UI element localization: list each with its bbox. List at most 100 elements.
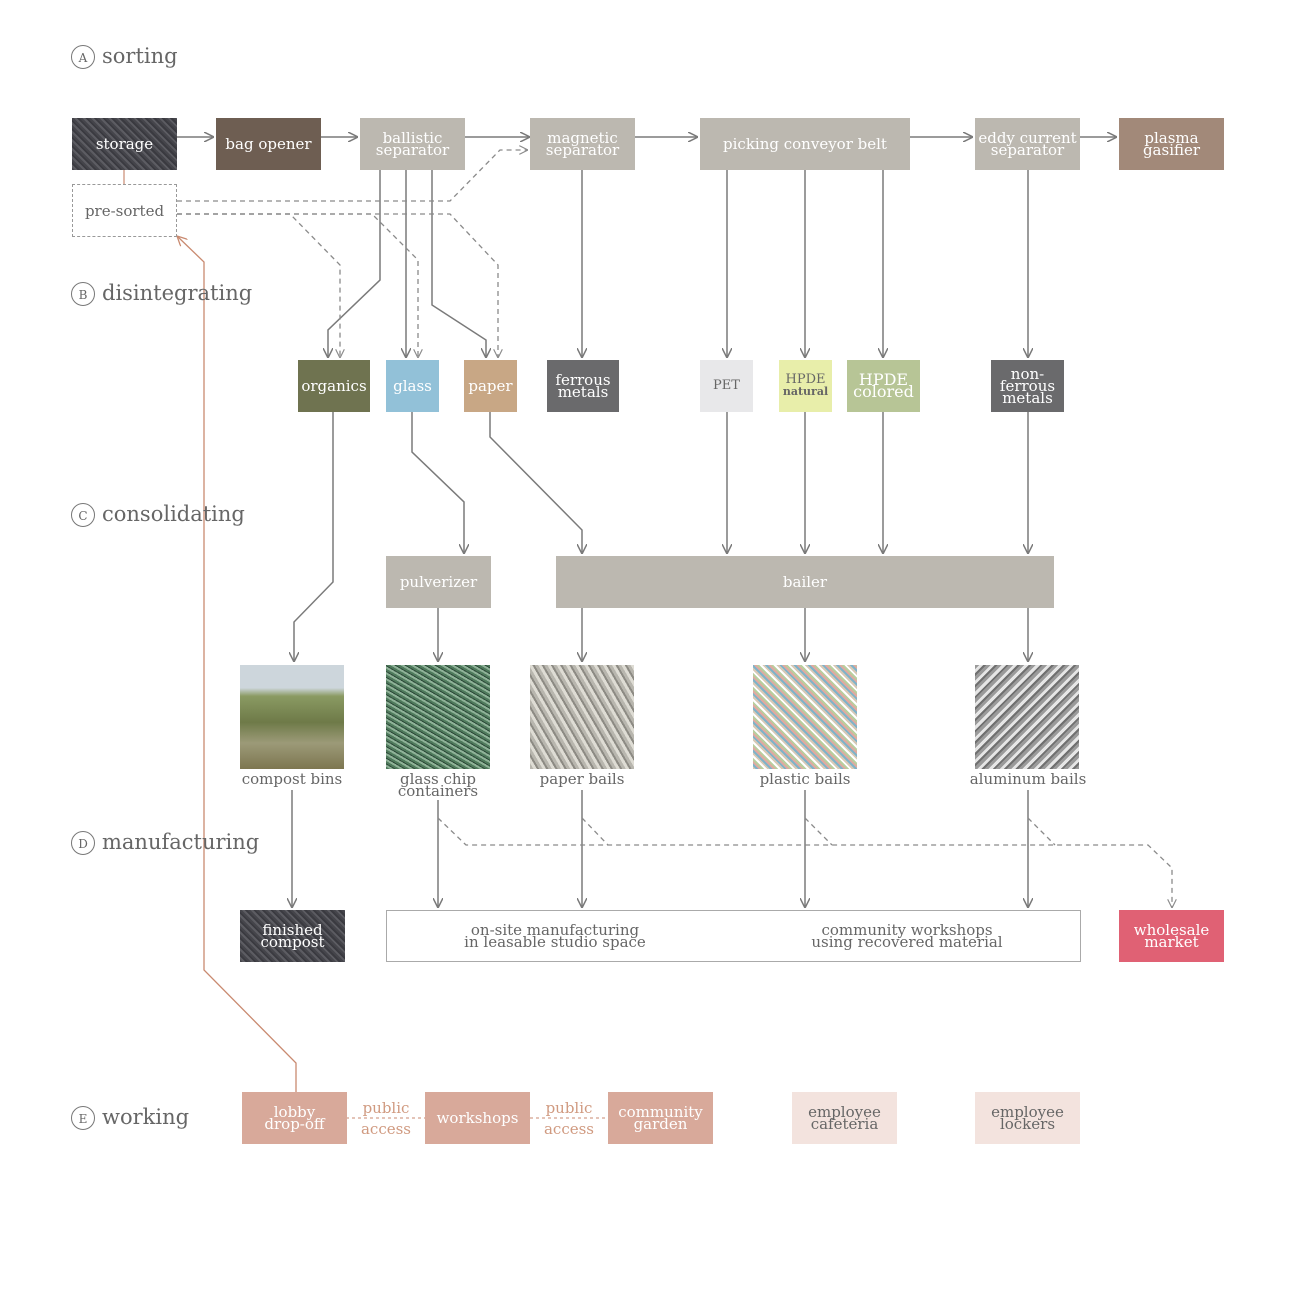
plasma-gasifier-label-2: gasifier <box>1142 141 1201 159</box>
pre-sorted-box: pre-sorted <box>72 184 177 237</box>
workshops-label: workshops <box>436 1109 519 1127</box>
aluminum-bails-photo <box>975 665 1079 769</box>
stage-name: working <box>102 1105 190 1129</box>
community-workshops-line-1: community workshops <box>821 921 993 939</box>
stage-letter: C <box>71 503 95 527</box>
ferrous-metals-label-1: ferrous <box>555 371 611 389</box>
glass-chip-caption: glass chip containers <box>358 770 518 800</box>
lobby-dropoff-label-2: drop-off <box>264 1115 325 1133</box>
compost-photo <box>240 665 344 769</box>
aluminum-bails-caption: aluminum bails <box>969 770 1087 788</box>
product-to-manufacturing-arrows <box>292 790 1028 908</box>
presorted-dashed-routes <box>177 150 528 358</box>
stage-letter: E <box>71 1106 95 1130</box>
wholesale-market-label-1: wholesale <box>1133 921 1210 939</box>
picking-conveyor-belt-box: picking conveyor belt <box>700 118 910 170</box>
onsite-manufacturing-line-2: in leasable studio space <box>464 933 646 951</box>
magnetic-separator-label-2: separator <box>545 141 620 159</box>
pulverizer-label: pulverizer <box>399 573 478 591</box>
hpde-colored-label-1: HPDE <box>858 370 909 389</box>
bailer-box: bailer <box>556 556 1054 608</box>
picking-conveyor-belt-label: picking conveyor belt <box>723 135 887 153</box>
disintegrating-to-consolidating-arrows <box>294 410 1028 662</box>
glass-label: glass <box>393 377 432 395</box>
bag-opener-box: bag opener <box>216 118 321 170</box>
hpde-colored-label-2: colored <box>853 382 914 401</box>
organics-label: organics <box>301 377 367 395</box>
public-access-label-1: public access <box>346 1099 426 1138</box>
ballistic-separator-label-1: ballistic <box>382 129 443 147</box>
public-label-1: public <box>362 1099 410 1117</box>
lobby-dropoff-label-1: lobby <box>273 1103 316 1121</box>
community-garden-label-1: community <box>618 1103 703 1121</box>
public-label-2: public <box>545 1099 593 1117</box>
employee-lockers-label-2: lockers <box>999 1115 1056 1133</box>
stage-letter: A <box>71 45 95 69</box>
non-ferrous-label-2: ferrous <box>999 377 1056 395</box>
ferrous-metals-label-2: metals <box>557 383 609 401</box>
community-garden-label-2: garden <box>633 1115 688 1133</box>
sorting-to-disintegrating-arrows <box>328 169 1028 358</box>
eddy-current-label-2: separator <box>990 141 1065 159</box>
paper-box: paper <box>464 360 517 412</box>
organics-box: organics <box>298 360 370 412</box>
eddy-current-label-1: eddy current <box>978 129 1077 147</box>
wholesale-dashed-routes <box>437 817 1172 908</box>
magnetic-separator-label-1: magnetic <box>547 129 618 147</box>
stage-name: consolidating <box>102 502 245 526</box>
access-label-2: access <box>543 1120 595 1138</box>
bailer-label: bailer <box>782 573 828 591</box>
non-ferrous-label-3: metals <box>1002 389 1053 407</box>
plastic-bails-caption: plastic bails <box>759 770 851 788</box>
onsite-manufacturing-line-1: on-site manufacturing <box>470 921 640 939</box>
access-label-1: access <box>360 1120 412 1138</box>
plastic-bails-photo <box>753 665 857 769</box>
non-ferrous-label-1: non- <box>1010 365 1045 383</box>
stage-name: disintegrating <box>102 281 253 305</box>
community-workshops-line-2: using recovered material <box>811 933 1003 951</box>
employee-lockers-label-1: employee <box>991 1103 1064 1121</box>
stage-letter: B <box>71 282 95 306</box>
pet-box: PET <box>700 360 753 412</box>
bag-opener-label: bag opener <box>225 135 312 153</box>
employee-cafeteria-label-1: employee <box>808 1103 881 1121</box>
lobby-return-line <box>177 236 297 1092</box>
manufacturing-space-box <box>386 910 1081 962</box>
paper-label: paper <box>468 377 513 395</box>
glass-chip-photo <box>386 665 490 769</box>
consolidating-to-product-arrows <box>438 607 1028 662</box>
stage-name: manufacturing <box>102 830 260 854</box>
pet-label: PET <box>713 378 740 393</box>
wholesale-market-label-2: market <box>1144 933 1199 951</box>
pulverizer-box: pulverizer <box>386 556 491 608</box>
stage-name: sorting <box>102 44 178 68</box>
hpde-natural-label-1: HPDE <box>785 372 826 387</box>
paper-bails-photo <box>530 665 634 769</box>
glass-chip-caption-1: glass chip <box>400 770 476 788</box>
community-workshops-label: community workshops using recovered mate… <box>772 921 1042 951</box>
glass-chip-caption-2: containers <box>397 782 479 800</box>
workshops-box: workshops <box>425 1092 530 1144</box>
storage-label: storage <box>95 135 154 153</box>
compost-bins-caption: compost bins <box>241 770 343 788</box>
storage-box: storage <box>72 118 177 170</box>
public-access-label-2: public access <box>530 1099 608 1138</box>
hpde-natural-label-2: natural <box>782 385 829 398</box>
plasma-gasifier-label-1: plasma <box>1144 129 1199 147</box>
stage-letter: D <box>71 831 95 855</box>
glass-box: glass <box>386 360 439 412</box>
finished-compost-label-1: finished <box>262 921 323 939</box>
